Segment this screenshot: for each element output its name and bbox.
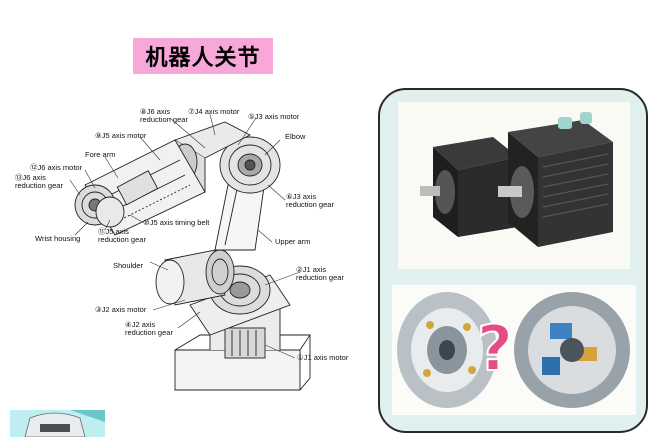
label-j3-reduction-gear: ⑥J3 axis reduction gear — [286, 192, 334, 209]
reduction-gear-photo: ? — [392, 285, 636, 415]
label-j5-motor: ⑨J5 axis motor — [95, 131, 147, 140]
label-j3-motor: ⑤J3 axis motor — [248, 112, 300, 121]
label-elbow: Elbow — [285, 132, 306, 141]
label-j6-reduction-gear: ⑧J6 axis reduction gear — [140, 107, 188, 124]
label-fore-arm: Fore arm — [85, 150, 116, 159]
svg-text:?: ? — [477, 312, 513, 385]
label-j5-reduction-gear: ⑪J5 axis reduction gear — [98, 227, 146, 244]
label-shoulder: Shoulder — [113, 261, 144, 270]
label-upper-arm: Upper arm — [275, 237, 311, 246]
label-j1-reduction-gear: ②J1 axis reduction gear — [296, 265, 344, 282]
label-j2-motor: ③J2 axis motor — [95, 305, 147, 314]
label-j6-reduction-gear-2: ⑬J6 axis reduction gear — [15, 173, 63, 190]
reduction-gear-illustration: ? — [397, 292, 630, 408]
label-j6-motor: ⑫J6 axis motor — [30, 163, 83, 172]
label-wrist-housing: Wrist housing — [35, 234, 81, 243]
robot-thumbnail — [10, 410, 105, 437]
servo-motor-photo — [398, 102, 630, 269]
servo-motor-illustration — [420, 112, 613, 247]
robot-arm-diagram — [69, 113, 311, 391]
robot-thumbnail-illustration — [24, 410, 105, 437]
label-j5-timing-belt: ⑩J5 axis timing belt — [143, 218, 210, 227]
slide-title: 机器人关节 — [133, 38, 273, 74]
label-j4-motor: ⑦J4 axis motor — [188, 107, 240, 116]
label-j2-reduction-gear: ④J2 axis reduction gear — [125, 320, 173, 337]
label-j1-motor: ①J1 axis motor — [297, 353, 349, 362]
